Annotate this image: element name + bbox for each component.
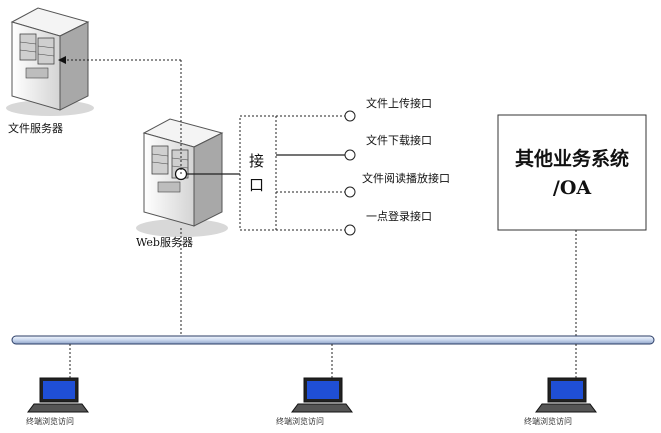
- client-label-2: 终端浏览访问: [276, 416, 324, 426]
- port-terminal-upload: [344, 110, 356, 122]
- client-label-3: 终端浏览访问: [524, 416, 572, 426]
- laptop-icon: [291, 377, 353, 413]
- client-label-1: 终端浏览访问: [26, 416, 74, 426]
- interface-label-2: 口: [249, 176, 264, 194]
- interface-label-1: 接: [249, 152, 264, 170]
- web-server-label: Web服务器: [136, 236, 193, 249]
- port-terminal-read: [344, 186, 356, 198]
- other-system-label-2: /OA: [553, 177, 591, 199]
- port-terminal-sso: [344, 224, 356, 236]
- interface-box: [239, 115, 277, 231]
- laptop-icon: [535, 377, 597, 413]
- port-label-sso: 一点登录接口: [366, 209, 432, 223]
- other-system-label-1: 其他业务系统: [515, 147, 629, 170]
- port-label-read: 文件阅读播放接口: [362, 171, 450, 185]
- other-system-box: [497, 114, 647, 231]
- port-label-download: 文件下载接口: [366, 133, 432, 147]
- port-label-upload: 文件上传接口: [366, 96, 432, 110]
- file-server-label: 文件服务器: [8, 121, 63, 135]
- laptop-icon: [27, 377, 89, 413]
- port-terminal-download: [344, 149, 356, 161]
- file-server-icon: [6, 7, 94, 116]
- network-bus: [11, 335, 655, 345]
